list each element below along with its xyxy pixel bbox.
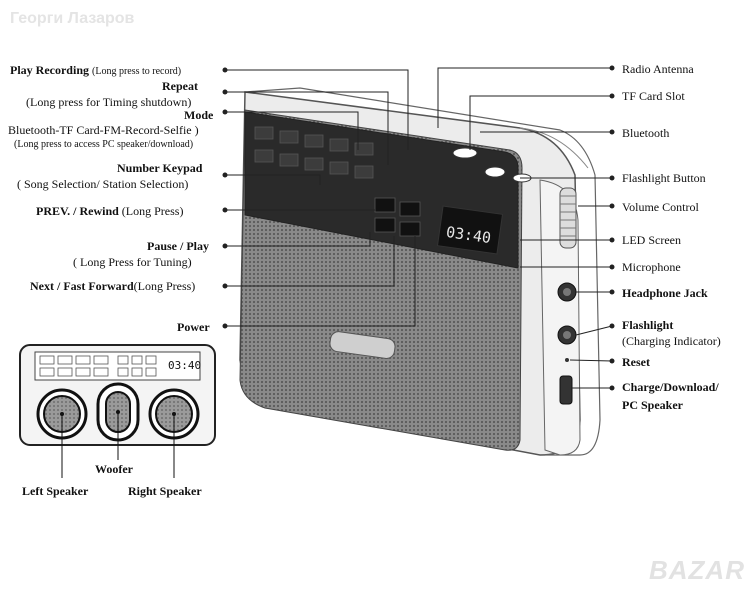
label-repeat-note: (Long press for Timing shutdown) — [26, 95, 192, 109]
label-bluetooth: Bluetooth — [622, 126, 670, 140]
label-flashlight-note: (Charging Indicator) — [622, 334, 721, 348]
radio-device — [239, 87, 601, 456]
label-mode-note2: (Long press to access PC speaker/downloa… — [14, 139, 194, 150]
reset-hole — [565, 358, 569, 362]
label-mode-note: Bluetooth-TF Card-FM-Record-Selfie ) — [8, 123, 199, 137]
left-leader-dots — [222, 67, 228, 329]
bluetooth-button — [452, 147, 478, 159]
label-charge: Charge/Download/ — [622, 380, 719, 394]
label-flashlight-button: Flashlight Button — [622, 171, 706, 185]
label-prev: PREV. / Rewind (Long Press) — [36, 204, 184, 218]
label-left-speaker: Left Speaker — [22, 484, 89, 498]
label-number-keypad-note: ( Song Selection/ Station Selection) — [17, 177, 189, 191]
power-button — [329, 331, 396, 359]
label-mode: Mode — [184, 108, 214, 122]
label-microphone: Microphone — [622, 260, 681, 274]
flashlight-button-shape — [484, 166, 506, 178]
label-tf-card-slot: TF Card Slot — [622, 89, 685, 103]
right-leader-lines — [437, 67, 613, 389]
label-power: Power — [177, 320, 210, 334]
label-radio-antenna: Radio Antenna — [622, 62, 694, 76]
brand-watermark: BAZAR — [649, 555, 745, 585]
watermark-text: Георги Лазаров — [10, 10, 135, 27]
inset-screen-clock: 03:40 — [168, 359, 202, 372]
label-pause-play-note: ( Long Press for Tuning) — [73, 255, 192, 269]
label-reset: Reset — [622, 355, 650, 369]
usb-port — [559, 375, 573, 405]
label-flashlight: Flashlight — [622, 318, 674, 332]
right-leader-dots — [609, 65, 615, 391]
label-repeat: Repeat — [162, 79, 198, 93]
label-number-keypad: Number Keypad — [117, 161, 203, 175]
left-leader-lines — [225, 69, 416, 327]
label-next: Next / Fast Forward(Long Press) — [30, 279, 196, 293]
label-woofer: Woofer — [95, 462, 133, 476]
label-volume-control: Volume Control — [622, 200, 699, 214]
front-view-inset — [19, 344, 216, 478]
label-headphone-jack: Headphone Jack — [622, 286, 708, 300]
label-pause-play: Pause / Play — [147, 239, 209, 253]
keypad-buttons — [254, 126, 421, 237]
label-led-screen: LED Screen — [622, 233, 681, 247]
label-play-recording: Play Recording (Long press to record) — [10, 63, 182, 77]
right-speaker-shape — [148, 388, 200, 440]
led-screen — [436, 205, 504, 255]
label-right-speaker: Right Speaker — [128, 484, 202, 498]
label-pc-speaker: PC Speaker — [622, 398, 683, 412]
volume-wheel — [559, 187, 577, 249]
